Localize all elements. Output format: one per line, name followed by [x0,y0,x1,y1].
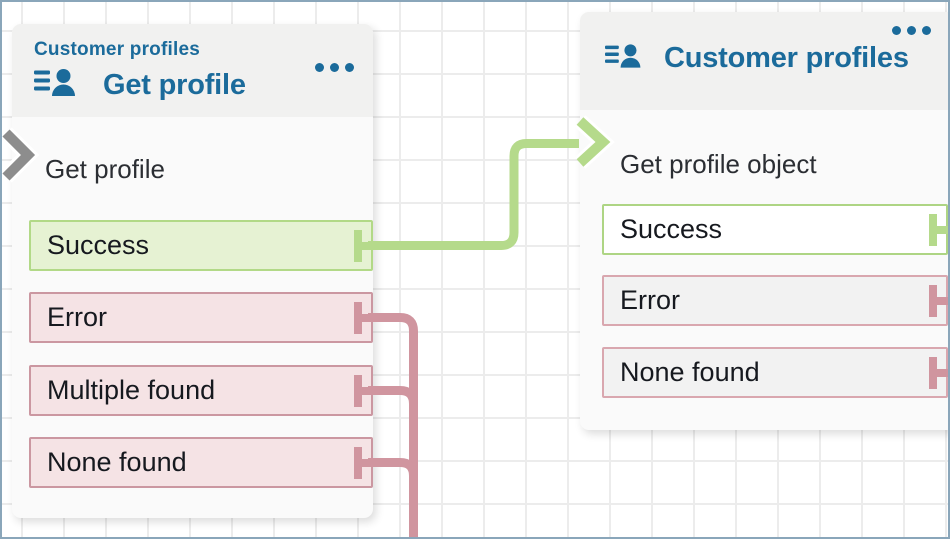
block-get-profile-header[interactable]: Customer profiles Get profile [12,24,373,117]
output-row-error: Error [602,275,948,326]
output-port-none-found-icon[interactable] [354,446,362,479]
output-row-none-found: None found [602,347,948,398]
ellipsis-menu-icon[interactable] [892,26,931,35]
output-port-success-icon[interactable] [354,229,362,262]
connector-multiple-found[interactable] [368,386,418,539]
output-port-multiple-found-icon[interactable] [354,374,362,407]
output-label: Success [620,214,723,244]
connector-none-found[interactable] [368,458,418,539]
connector-error[interactable] [368,313,418,539]
output-label: None found [47,447,187,477]
output-row-none-found: None found [29,437,375,488]
output-row-error: Error [29,292,375,343]
output-port-none-found-stub[interactable] [360,458,375,467]
output-port-error-stub[interactable] [935,296,948,305]
block-customer-profiles[interactable]: Customer profiles Get profile object Suc… [580,12,948,430]
output-label: Error [620,285,680,315]
ellipsis-menu-icon[interactable] [315,63,354,72]
output-row-success: Success [602,204,948,255]
block-action-label: Get profile object [620,149,817,179]
block-get-profile[interactable]: Customer profiles Get profile [12,24,375,518]
output-label: None found [620,357,760,387]
connector-success[interactable] [368,139,579,250]
block-title: Get profile [103,68,246,101]
block-category-label: Customer profiles [34,39,200,60]
customer-profiles-icon [605,42,643,75]
output-port-error-icon[interactable] [354,301,362,334]
output-row-success: Success [29,220,375,271]
output-port-success-icon[interactable] [929,213,937,246]
output-label: Multiple found [47,375,216,405]
customer-profiles-icon [34,67,78,103]
input-port-chevron-icon[interactable] [2,129,36,181]
output-label: Success [47,230,150,260]
output-port-none-found-stub[interactable] [935,368,948,377]
output-port-error-icon[interactable] [929,284,937,317]
output-port-success-stub[interactable] [360,241,375,250]
input-port-chevron-connected-icon[interactable] [576,117,611,167]
output-label: Error [47,302,107,332]
output-port-multiple-found-stub[interactable] [360,386,375,395]
output-port-none-found-icon[interactable] [929,356,937,389]
block-action-label: Get profile [45,154,165,184]
output-row-multiple-found: Multiple found [29,365,375,416]
output-port-success-stub[interactable] [935,225,948,234]
output-port-error-stub[interactable] [360,313,375,322]
block-customer-profiles-header[interactable]: Customer profiles [580,12,948,110]
block-title: Customer profiles [664,42,909,74]
